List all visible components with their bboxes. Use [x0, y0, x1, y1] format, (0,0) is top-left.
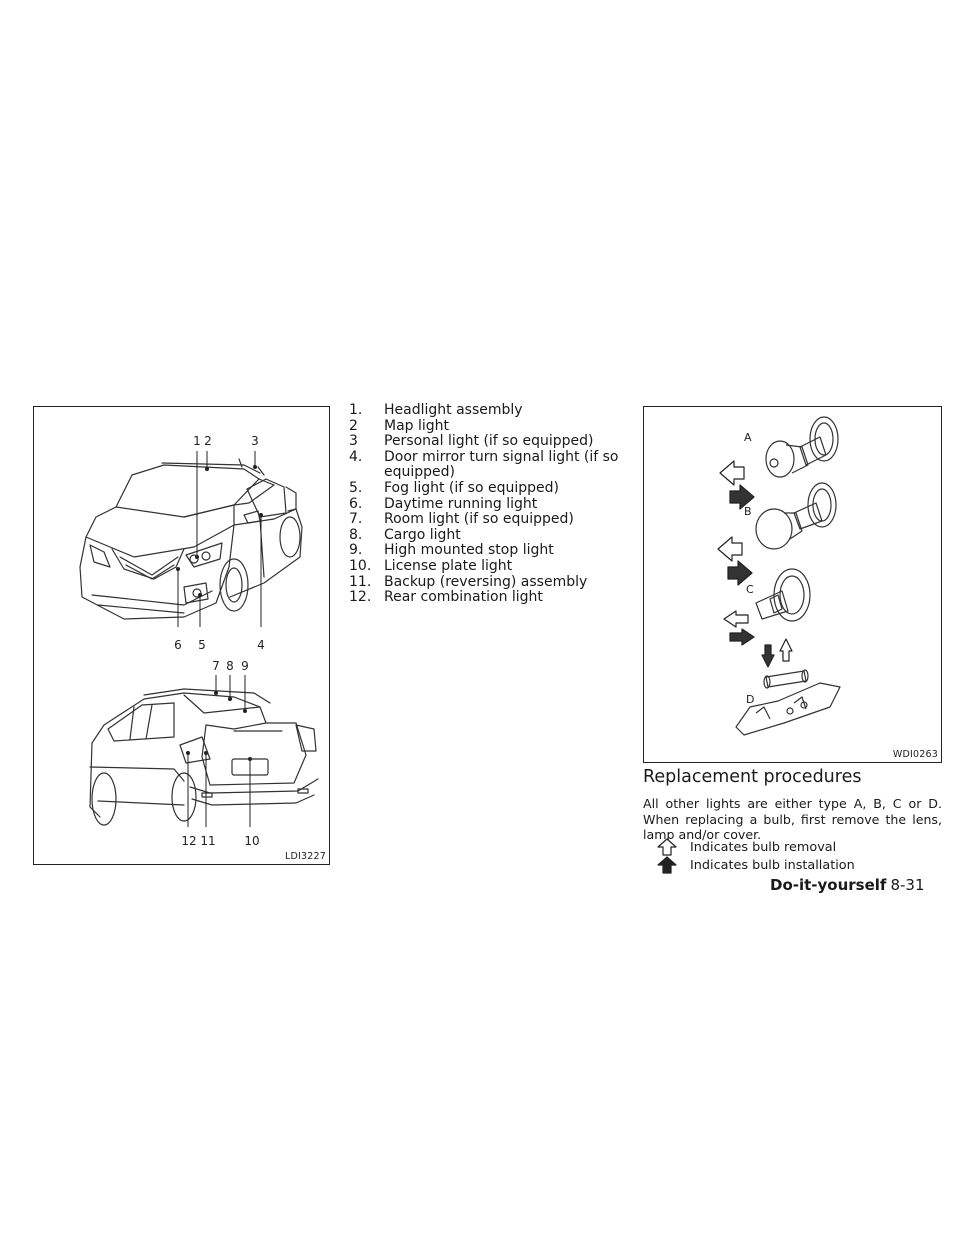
page-number: 8-31	[890, 876, 925, 894]
list-item: 11. Backup (reversing) assembly	[349, 573, 619, 591]
list-item: 2 Map light	[349, 417, 619, 435]
callout-10: 10	[244, 834, 259, 848]
list-label: Fog light (if so equipped)	[384, 479, 559, 496]
list-item: 6. Daytime running light	[349, 495, 619, 513]
callout-9: 9	[241, 659, 249, 673]
callout-7: 7	[212, 659, 220, 673]
callout-11: 11	[200, 834, 215, 848]
solid-arrow-up-icon	[657, 856, 677, 874]
list-item: 8. Cargo light	[349, 526, 619, 544]
vehicle-illustration: 1 2 3 4 5 6 7 8 9 10 11 12	[79, 434, 319, 848]
callout-2: 2	[204, 434, 212, 448]
list-number: 5.	[349, 479, 363, 496]
outline-arrow-up-icon	[657, 838, 677, 856]
parts-list: 1. Headlight assembly 2 Map light 3 Persona…	[349, 402, 619, 606]
list-number: 3	[349, 433, 358, 450]
list-item: 1. Headlight assembly	[349, 402, 619, 419]
list-label: Door mirror turn signal light (if so equ…	[384, 448, 619, 481]
list-item: 7. Room light (if so equipped)	[349, 512, 619, 528]
callout-5: 5	[198, 638, 206, 652]
footer-section: Do-it-yourself	[770, 876, 887, 894]
callout-6: 6	[174, 638, 182, 652]
bulb-illustration: A B C D	[717, 416, 841, 736]
list-label: Rear combination light	[384, 589, 543, 606]
list-number: 6.	[349, 495, 363, 512]
callout-12: 12	[181, 834, 196, 848]
list-label: High mounted stop light	[384, 542, 554, 559]
section-heading: Replacement procedures	[643, 767, 862, 787]
list-number: 1.	[349, 402, 363, 418]
list-item: 9. High mounted stop light	[349, 543, 619, 559]
list-item: 3 Personal light (if so equipped)	[349, 434, 619, 450]
callout-8: 8	[226, 659, 234, 673]
bulb-type-b-label: B	[744, 505, 752, 518]
callout-4: 4	[257, 638, 265, 652]
list-label: Daytime running light	[384, 495, 538, 512]
list-label: Personal light (if so equipped)	[384, 433, 594, 450]
list-number: 4.	[349, 448, 363, 465]
list-number: 8.	[349, 526, 363, 543]
light-locations-figure: 1 2 3 4 5 6 7 8 9 10 11 12 LDI3227	[33, 406, 330, 865]
list-label: Cargo light	[384, 526, 461, 543]
list-label: Headlight assembly	[384, 402, 523, 418]
bulb-types-figure: A B C D WDI0263	[643, 406, 942, 763]
section-body: All other lights are either type A, B, C…	[643, 796, 942, 843]
list-number: 12.	[349, 589, 372, 606]
list-number: 9.	[349, 542, 363, 559]
list-number: 2	[349, 417, 358, 434]
bulb-type-c-label: C	[746, 583, 754, 596]
bulb-type-a-label: A	[744, 431, 752, 444]
list-item: 5. Fog light (if so equipped)	[349, 479, 619, 497]
callout-3: 3	[251, 434, 259, 448]
list-item: 10. License plate light	[349, 557, 619, 575]
legend-label: Indicates bulb removal	[690, 839, 837, 855]
list-label: Map light	[384, 417, 450, 434]
list-label: Room light (if so equipped)	[384, 511, 574, 528]
callout-1: 1	[193, 434, 201, 448]
legend-label: Indicates bulb installation	[690, 857, 855, 873]
list-number: 10.	[349, 557, 372, 574]
list-label: License plate light	[384, 557, 513, 574]
figure-code: LDI3227	[285, 851, 326, 862]
list-item: 4. Door mirror turn signal light (if so e…	[349, 448, 619, 481]
legend-removal: Indicates bulb removal	[656, 838, 836, 856]
bulb-type-d-label: D	[746, 693, 754, 706]
figure-code: WDI0263	[892, 749, 938, 760]
list-number: 11.	[349, 573, 372, 590]
legend-installation: Indicates bulb installation	[656, 856, 855, 874]
list-item: 12. Rear combination light	[349, 590, 619, 606]
list-label: Backup (reversing) assembly	[384, 573, 588, 590]
list-number: 7.	[349, 511, 363, 528]
